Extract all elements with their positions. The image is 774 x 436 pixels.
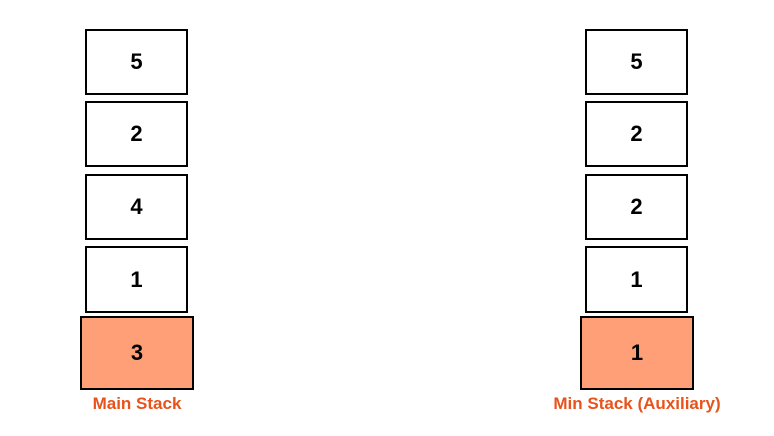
min-stack-cell: 2 <box>585 101 688 167</box>
min-stack-cell: 2 <box>585 174 688 240</box>
main-stack-cell: 2 <box>85 101 188 167</box>
main-stack-cell: 4 <box>85 174 188 240</box>
main-stack-cell: 1 <box>85 246 188 313</box>
min-stack-cell: 5 <box>585 29 688 95</box>
min-stack-caption: Min Stack (Auxiliary) <box>553 394 721 413</box>
min-stack-cell: 1 <box>585 246 688 313</box>
main-stack-caption: Main Stack <box>92 394 182 413</box>
min-stack-bottom-cell: 1 <box>580 316 694 390</box>
main-stack-cell: 5 <box>85 29 188 95</box>
main-stack-bottom-cell: 3 <box>80 316 194 390</box>
